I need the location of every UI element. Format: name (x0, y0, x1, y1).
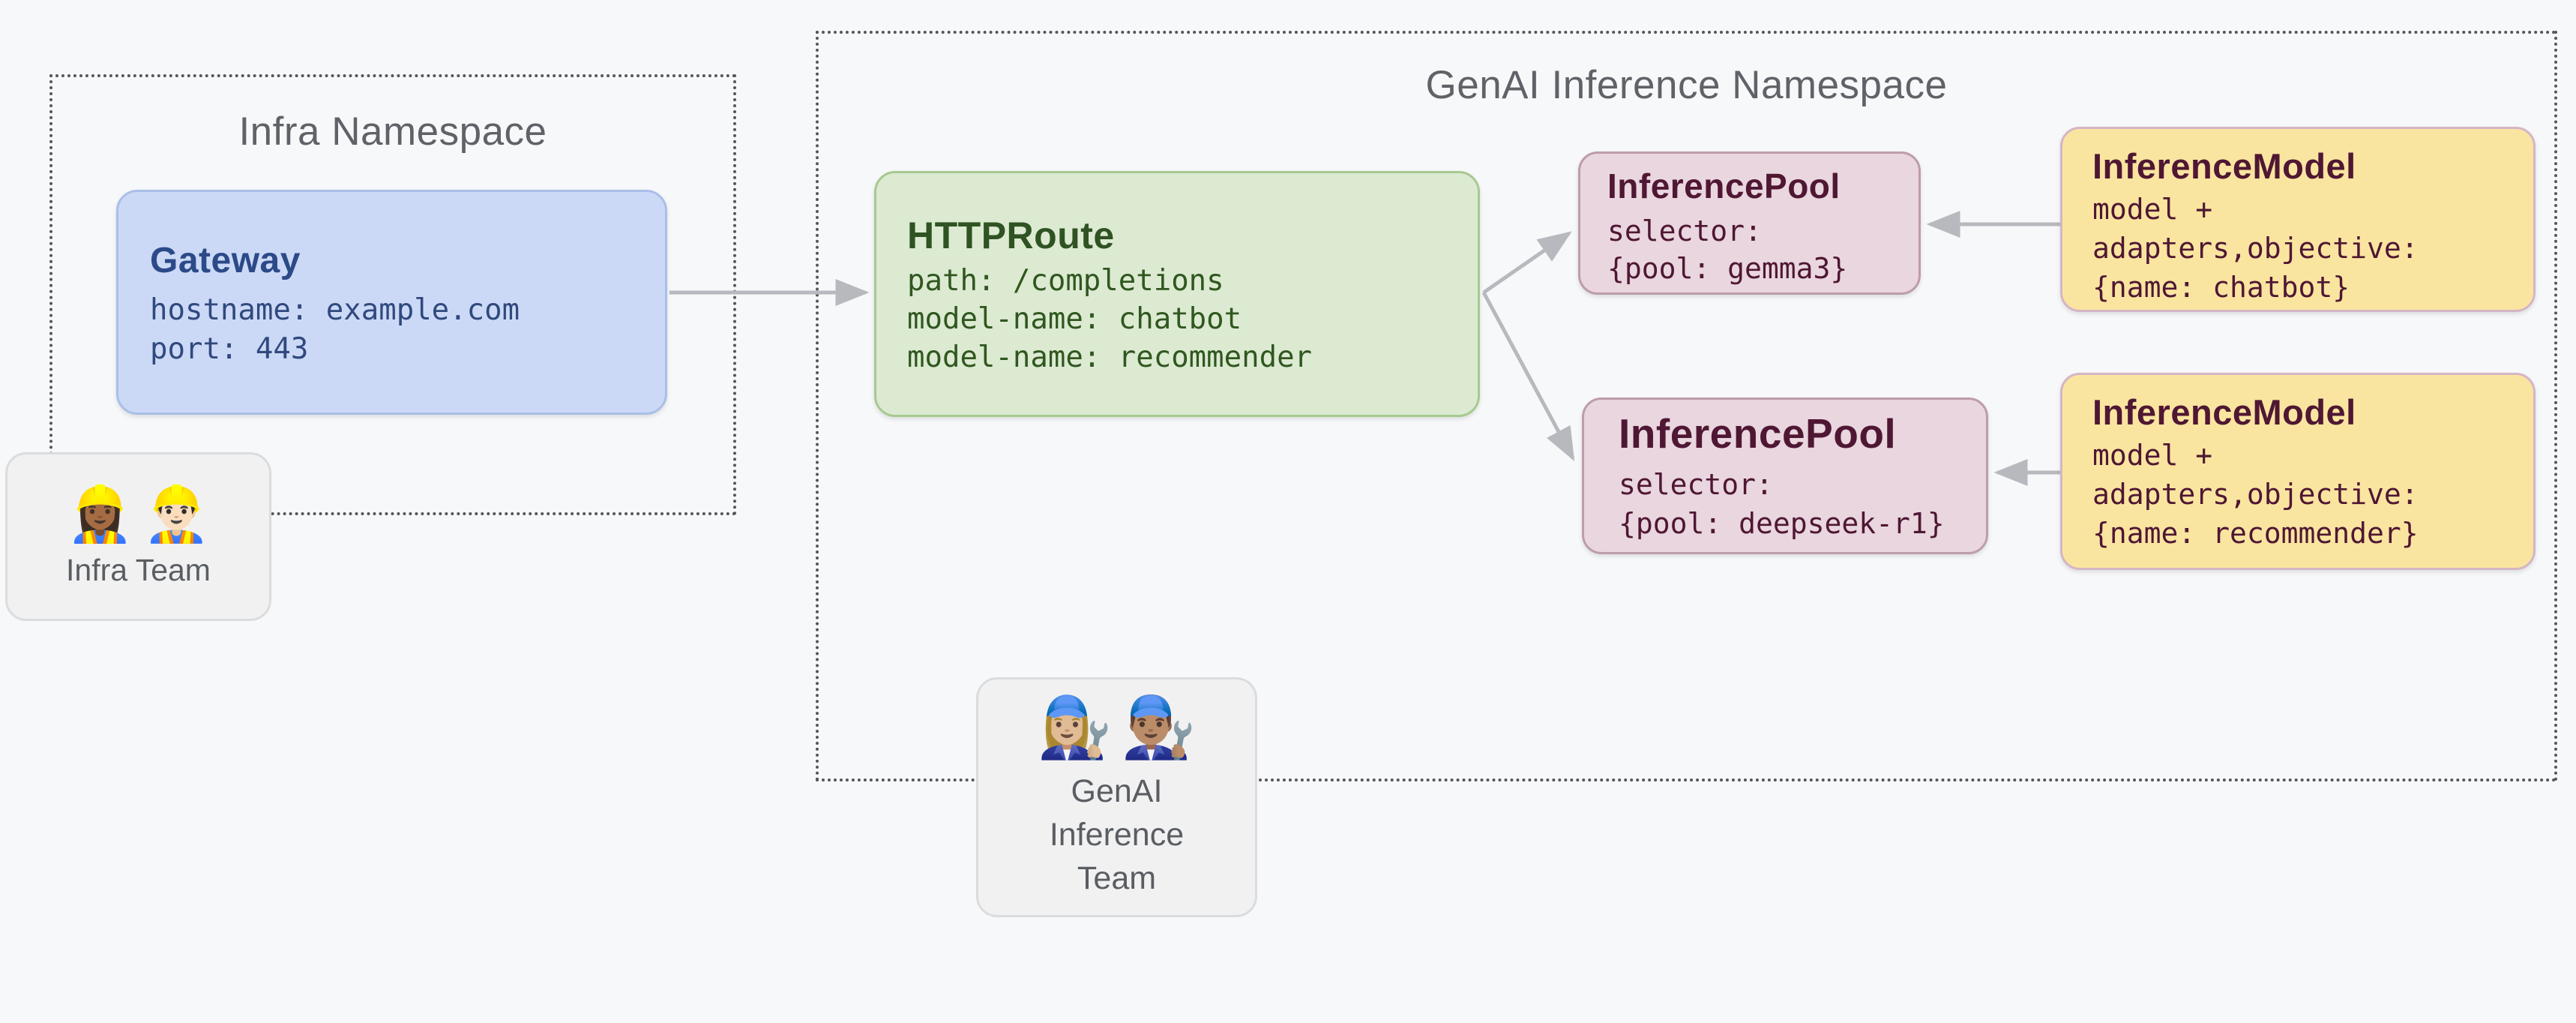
inferencemodel-chatbot-line2: adapters,objective: (2092, 232, 2419, 265)
inferencemodel-chatbot-code: model + adapters,objective: {name: chatb… (2092, 190, 2533, 307)
woman-mechanic-icon: 👩🏼‍🔧 (1037, 694, 1113, 760)
gateway-title: Gateway (150, 241, 301, 280)
infra-team-label: Infra Team (66, 552, 211, 587)
inferencepool-deepseek-selector: selector: (1619, 468, 1773, 501)
genai-team-card: 👩🏼‍🔧👨🏽‍🔧 GenAI Inference Team (976, 677, 1257, 917)
inferencemodel-recommender-title: InferenceModel (2092, 392, 2356, 432)
inferencemodel-chatbot-line3: {name: chatbot} (2092, 271, 2350, 304)
inferencemodel-recommender-code: model + adapters,objective: {name: recom… (2092, 436, 2533, 553)
inferencemodel-recommender-line3: {name: recommender} (2092, 517, 2419, 550)
man-mechanic-icon: 👨🏽‍🔧 (1121, 694, 1197, 760)
httproute-path: path: /completions (907, 264, 1224, 298)
httproute-model-chatbot: model-name: chatbot (907, 302, 1242, 336)
infra-team-emojis: 👷🏾‍♀️👷🏻‍♂️ (62, 485, 214, 544)
genai-team-label-line1: GenAI (1071, 773, 1163, 809)
inferencepool-gemma3-code: selector: {pool: gemma3} (1607, 212, 1919, 287)
httproute-box: HTTPRoute path: /completions model-name:… (874, 171, 1480, 417)
httproute-code: path: /completions model-name: chatbot m… (907, 262, 1478, 376)
inferencemodel-chatbot-box: InferenceModel model + adapters,objectiv… (2060, 127, 2536, 312)
inferencemodel-recommender-line1: model + (2092, 439, 2213, 472)
gateway-hostname: hostname: example.com (150, 293, 520, 327)
inferencepool-deepseek-box: InferencePool selector: {pool: deepseek-… (1582, 398, 1988, 554)
genai-team-label-line3: Team (1077, 860, 1157, 896)
man-construction-worker-icon: 👷🏻‍♂️ (142, 484, 211, 545)
inferencepool-gemma3-title: InferencePool (1607, 166, 1841, 206)
inferencemodel-recommender-box: InferenceModel model + adapters,objectiv… (2060, 373, 2536, 570)
inferencepool-deepseek-title: InferencePool (1619, 410, 1897, 457)
inferencepool-deepseek-code: selector: {pool: deepseek-r1} (1619, 465, 1986, 543)
gateway-box: Gateway hostname: example.com port: 443 (116, 190, 667, 415)
genai-team-emojis: 👩🏼‍🔧👨🏽‍🔧 (1033, 694, 1200, 760)
inferencemodel-recommender-line2: adapters,objective: (2092, 478, 2419, 511)
woman-construction-worker-icon: 👷🏾‍♀️ (66, 484, 134, 545)
inferencepool-gemma3-value: {pool: gemma3} (1607, 252, 1848, 285)
infra-team-card: 👷🏾‍♀️👷🏻‍♂️ Infra Team (5, 452, 271, 621)
gateway-code: hostname: example.com port: 443 (150, 291, 665, 369)
infra-namespace-box: Infra Namespace (49, 74, 736, 515)
inferencepool-gemma3-selector: selector: (1607, 214, 1762, 248)
httproute-title: HTTPRoute (907, 214, 1115, 256)
inferencepool-deepseek-value: {pool: deepseek-r1} (1619, 507, 1945, 540)
genai-namespace-title: GenAI Inference Namespace (1425, 63, 1948, 107)
genai-team-label-line2: Inference (1049, 817, 1185, 853)
inferencepool-gemma3-box: InferencePool selector: {pool: gemma3} (1578, 152, 1921, 295)
infra-namespace-title: Infra Namespace (238, 110, 547, 154)
httproute-model-recommender: model-name: recommender (907, 340, 1313, 374)
inferencemodel-chatbot-title: InferenceModel (2092, 146, 2356, 186)
inferencemodel-chatbot-line1: model + (2092, 193, 2213, 226)
gateway-port: port: 443 (150, 332, 309, 366)
genai-namespace-box: GenAI Inference Namespace (816, 31, 2557, 782)
genai-team-label: GenAI Inference Team (1050, 770, 1184, 900)
